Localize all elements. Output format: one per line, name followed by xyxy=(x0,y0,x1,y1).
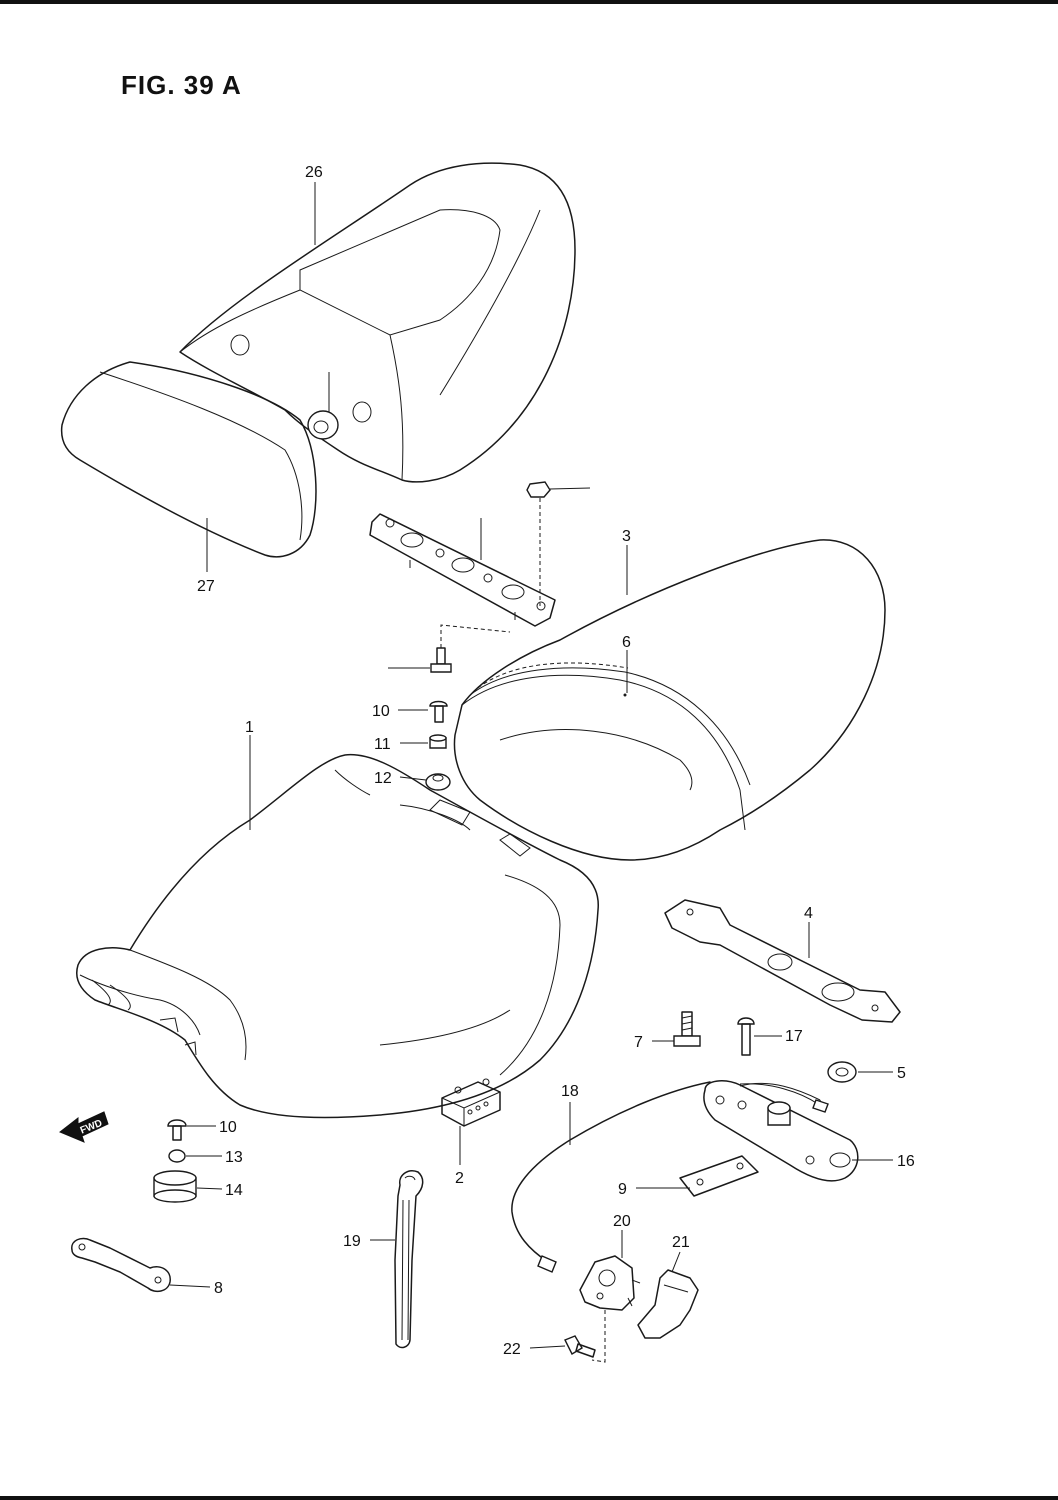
part-4-seat-bracket xyxy=(664,899,901,1023)
part-24-grommet xyxy=(307,410,339,440)
part-23-backrest-pad xyxy=(60,361,317,558)
part-16-bolt xyxy=(737,1017,755,1056)
part-label-16: 17 xyxy=(785,1028,803,1045)
part-label-19: 20 xyxy=(613,1213,631,1230)
part-20-lock-bracket xyxy=(637,1269,699,1339)
part-17-lock-cable xyxy=(511,1081,829,1273)
part-25-cowl-bracket xyxy=(369,513,556,627)
part-label-1: 1 xyxy=(245,719,254,736)
part-label-22: 26 xyxy=(305,164,323,181)
part-label-10-upper: 10 xyxy=(372,703,390,720)
part-label-23: 27 xyxy=(197,578,215,595)
part-1-main-seat xyxy=(76,753,599,1119)
part-11-collar xyxy=(429,734,447,749)
part-9-plate xyxy=(679,1155,759,1197)
part-label-3: 3 xyxy=(622,528,631,545)
part-8-seat-stay xyxy=(71,1237,171,1293)
part-label-8: 8 xyxy=(214,1280,223,1297)
part-label-11: 11 xyxy=(374,736,391,753)
part-21-screw xyxy=(564,1335,596,1358)
part-7-bolt xyxy=(673,1011,701,1047)
part-13-collar xyxy=(168,1149,186,1163)
part-18-seat-strap xyxy=(394,1170,424,1349)
part-5-nut xyxy=(827,1061,857,1083)
part-label-14: 14 xyxy=(225,1182,243,1199)
part-label-5: 5 xyxy=(897,1065,906,1082)
part-27-nut xyxy=(526,481,551,498)
fwd-direction-arrow: FWD xyxy=(59,1111,109,1143)
part-label-20: 21 xyxy=(672,1234,690,1251)
part-label-17: 18 xyxy=(561,1083,579,1100)
part-number-labels: 26 27 3 6 10 11 12 1 4 7 17 5 18 16 9 20… xyxy=(197,164,915,1358)
part-14-cushion xyxy=(153,1170,197,1203)
part-10-screw-upper xyxy=(429,700,448,723)
part-label-4: 4 xyxy=(804,905,813,922)
part-22-seat-tail-cowl xyxy=(179,162,576,483)
part-label-18: 19 xyxy=(343,1233,361,1250)
part-19-key-lock-cylinder xyxy=(579,1255,641,1311)
part-10-screw-lower xyxy=(167,1119,187,1141)
part-label-7: 7 xyxy=(634,1034,643,1051)
part-3-pillion-seat xyxy=(453,539,886,861)
part-label-21: 22 xyxy=(503,1341,521,1358)
part-26-bolt xyxy=(430,647,452,673)
part-label-10-lower: 10 xyxy=(219,1119,237,1136)
part-label-9: 9 xyxy=(618,1181,627,1198)
frame-bottom-border xyxy=(0,1496,1058,1500)
part-label-13: 13 xyxy=(225,1149,243,1166)
leader-lines xyxy=(169,182,893,1363)
part-label-12: 12 xyxy=(374,770,392,787)
figure-title: FIG. 39 A xyxy=(121,70,242,100)
fwd-label: FWD xyxy=(79,1118,104,1137)
part-label-2: 2 xyxy=(455,1170,464,1187)
part-15-seat-lock xyxy=(703,1080,859,1182)
part-label-15: 16 xyxy=(897,1153,915,1170)
frame-top-border xyxy=(0,0,1058,4)
part-label-6: 6 xyxy=(622,634,631,651)
part-2-rubber-block xyxy=(441,1078,501,1127)
part-12-cushion xyxy=(425,773,451,791)
